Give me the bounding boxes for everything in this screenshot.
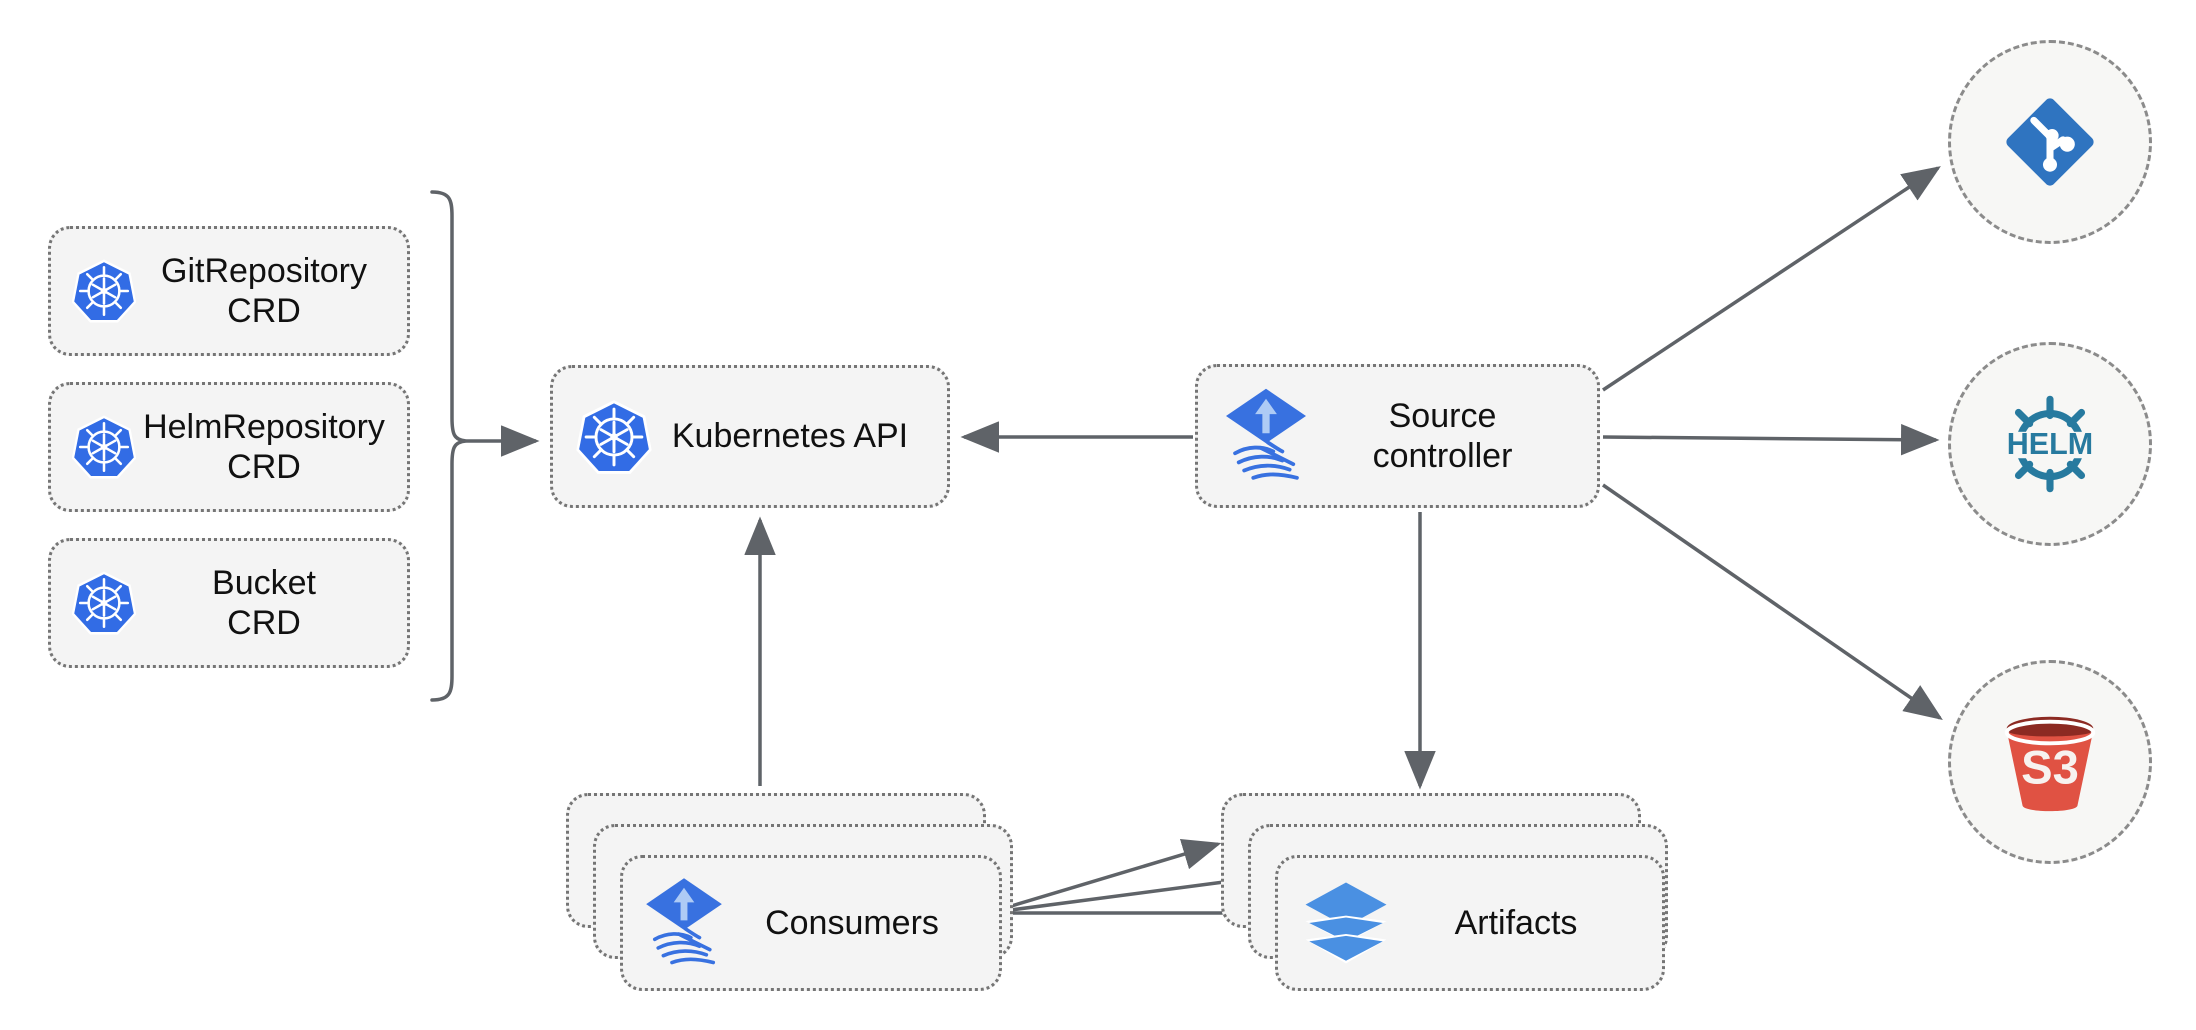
edge-source-controller-to-s3: [1602, 483, 1943, 720]
s3-icon: S3: [1991, 703, 2109, 821]
consumers-card-front[interactable]: Consumers: [620, 855, 1002, 991]
node-helmrepository-crd[interactable]: HelmRepository CRD: [48, 382, 410, 512]
git-icon: [1996, 88, 2104, 196]
node-source-controller[interactable]: Source controller: [1195, 364, 1600, 508]
kubernetes-icon: [69, 256, 139, 326]
s3-wordmark: S3: [2021, 742, 2079, 795]
artifacts-card-front[interactable]: Artifacts: [1275, 855, 1665, 991]
kubernetes-icon: [69, 412, 139, 482]
node-s3-source[interactable]: S3: [1948, 660, 2152, 864]
helm-icon: HELM: [1989, 383, 2111, 505]
flux-icon: [641, 875, 727, 971]
kubernetes-icon: [69, 568, 139, 638]
node-kubernetes-api[interactable]: Kubernetes API: [550, 365, 950, 508]
node-label: Source controller: [1372, 396, 1513, 475]
flux-icon: [1220, 386, 1312, 486]
node-git-source[interactable]: [1948, 40, 2152, 244]
node-consumers[interactable]: Consumers: [0, 0, 1013, 991]
helm-wordmark: HELM: [2007, 427, 2093, 461]
node-gitrepository-crd[interactable]: GitRepository CRD: [48, 226, 410, 356]
node-artifacts[interactable]: Artifacts: [0, 0, 1668, 991]
node-label: Bucket CRD: [212, 563, 316, 642]
edge-source-controller-to-git: [1602, 166, 1941, 392]
node-label: Kubernetes API: [671, 417, 909, 456]
node-label: HelmRepository CRD: [143, 407, 385, 486]
crd-group-brace: [430, 190, 467, 702]
node-helm-source[interactable]: HELM: [1948, 342, 2152, 546]
node-label: Consumers: [765, 903, 939, 942]
kubernetes-icon: [573, 396, 655, 478]
node-label: GitRepository CRD: [161, 251, 367, 330]
edge-source-controller-to-helm: [1602, 423, 1940, 456]
node-label: Artifacts: [1454, 903, 1578, 942]
node-bucket-crd[interactable]: Bucket CRD: [48, 538, 410, 668]
layers-icon: [1300, 877, 1392, 969]
